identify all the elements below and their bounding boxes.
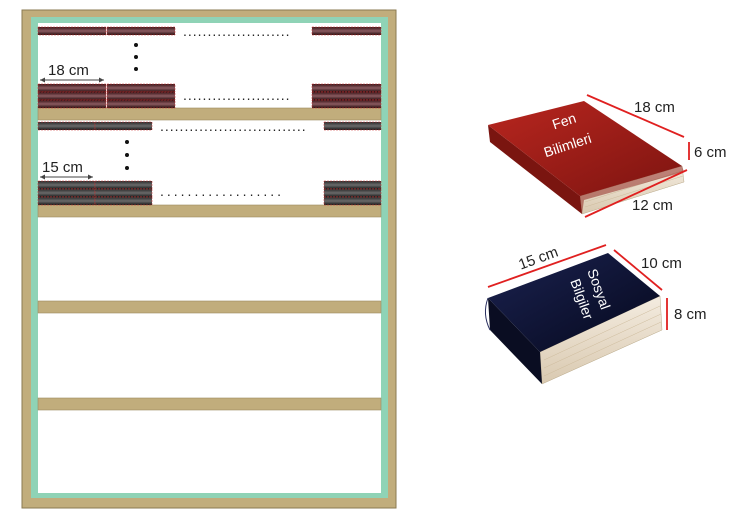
- ellipsis-dot: [134, 55, 138, 59]
- book-fen-bilimleri: [488, 94, 690, 218]
- book-row-black-2: [94, 121, 153, 131]
- book-stack-mid-3: [106, 99, 176, 109]
- arrow-head-right: [99, 77, 104, 83]
- book-fen-cover: [488, 101, 682, 196]
- book-stack-right-3: [311, 99, 382, 109]
- book-sosyal-spine: [488, 298, 542, 384]
- ellipsis-dot: [125, 140, 129, 144]
- book-stack-right-2: [311, 91, 382, 101]
- label-fen-length: 18 cm: [634, 99, 675, 116]
- dim-line-sosyal-width: [613, 249, 663, 291]
- book-stack-black-mid-1: [94, 180, 153, 190]
- label-sosyal-width: 10 cm: [641, 255, 682, 272]
- book-stack-right-1: [311, 83, 382, 93]
- book-row-top-left-2: [106, 26, 176, 36]
- book-row-black-right: [323, 121, 382, 131]
- book-sosyal-cover: [488, 253, 660, 352]
- book-stack-black-right-3: [323, 196, 382, 206]
- arrow-head-left: [40, 174, 45, 180]
- shelf-board-1: [37, 107, 382, 121]
- book-stack-mid-2: [106, 91, 176, 101]
- book-stack-black-right-2: [323, 188, 382, 198]
- ellipsis-dot: [125, 153, 129, 157]
- label-15cm-shelf: 15 cm: [42, 159, 83, 176]
- shelf-board-4: [37, 397, 382, 411]
- label-fen-height: 6 cm: [694, 144, 727, 161]
- book-stack-mid-1: [106, 83, 176, 93]
- book-stack-left-3: [37, 99, 107, 109]
- label-sosyal-height: 8 cm: [674, 306, 707, 323]
- book-stack-black-right-1: [323, 180, 382, 190]
- ellipsis-row-2: ......................: [183, 87, 291, 103]
- ellipsis-dot: [134, 43, 138, 47]
- book-row-black-1: [37, 121, 96, 131]
- ellipsis-dot: [125, 166, 129, 170]
- book-stack-black-left-2: [37, 188, 96, 198]
- shelf-board-2: [37, 204, 382, 218]
- ellipsis-dot: [134, 67, 138, 71]
- label-fen-width: 12 cm: [632, 197, 673, 214]
- dim-line-fen-length: [586, 94, 685, 138]
- label-18cm-shelf: 18 cm: [48, 62, 89, 79]
- ellipsis-top: ......................: [183, 23, 291, 39]
- book-stack-black-mid-3: [94, 196, 153, 206]
- arrow-head-left: [40, 77, 45, 83]
- book-row-top-right: [311, 26, 382, 36]
- ellipsis-row-3: ..............................: [160, 118, 307, 134]
- book-stack-black-mid-2: [94, 188, 153, 198]
- book-sosyal-spine-curve: [484, 297, 491, 331]
- ellipsis-row-4: ..................: [160, 183, 285, 199]
- book-fen-spine: [488, 125, 582, 214]
- book-row-top-left-1: [37, 26, 107, 36]
- second-compartment-books: [37, 121, 382, 206]
- book-stack-left-1: [37, 83, 107, 93]
- book-stack-black-left-3: [37, 196, 96, 206]
- bookshelf: [21, 9, 397, 509]
- dim-line-sosyal-length: [487, 244, 607, 288]
- book-fen-back-edge: [580, 166, 684, 214]
- book-sosyal-bilgiler: [484, 244, 668, 385]
- top-compartment-books: [37, 26, 382, 109]
- dim-line-fen-width: [584, 169, 688, 218]
- shelf-board-3: [37, 300, 382, 314]
- book-stack-black-left-1: [37, 180, 96, 190]
- arrow-head-right: [88, 174, 93, 180]
- book-stack-left-2: [37, 91, 107, 101]
